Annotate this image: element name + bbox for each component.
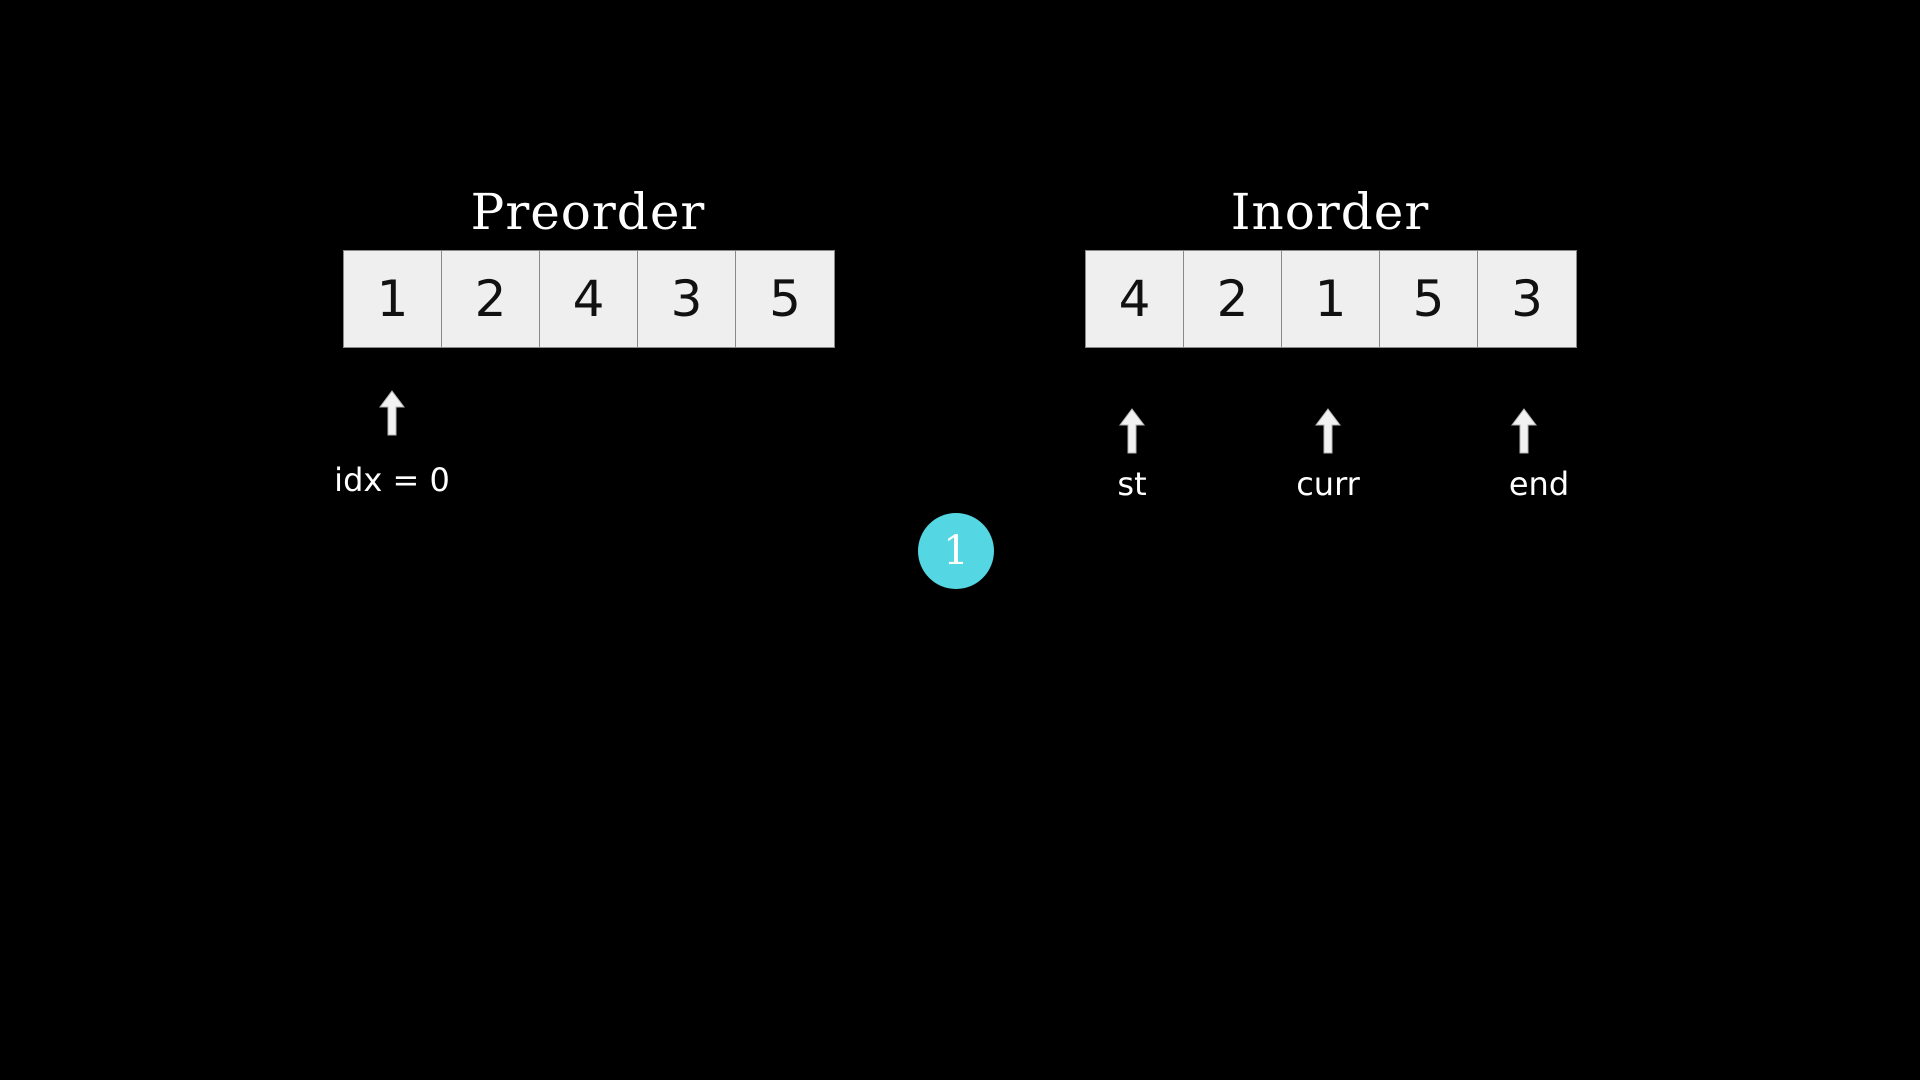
up-arrow-icon bbox=[1315, 408, 1341, 454]
inorder-curr-pointer: curr bbox=[1268, 408, 1388, 504]
curr-label: curr bbox=[1296, 465, 1360, 503]
up-arrow-icon bbox=[1511, 408, 1537, 454]
preorder-title: Preorder bbox=[470, 183, 706, 241]
idx-label: idx = 0 bbox=[334, 461, 450, 499]
inorder-title: Inorder bbox=[1230, 183, 1430, 241]
inorder-array: 4 2 1 5 3 bbox=[1085, 250, 1577, 348]
inorder-cell: 2 bbox=[1184, 251, 1282, 347]
up-arrow-icon bbox=[379, 390, 405, 436]
up-arrow-icon bbox=[1119, 408, 1145, 454]
inorder-cell: 4 bbox=[1086, 251, 1184, 347]
inorder-st-pointer: st bbox=[1072, 408, 1192, 504]
preorder-cell: 4 bbox=[540, 251, 638, 347]
inorder-cell: 1 bbox=[1282, 251, 1380, 347]
tree-root-node: 1 bbox=[918, 513, 994, 589]
st-label: st bbox=[1117, 465, 1147, 503]
preorder-idx-pointer: idx = 0 bbox=[332, 390, 452, 500]
inorder-cell: 3 bbox=[1478, 251, 1576, 347]
inorder-cell: 5 bbox=[1380, 251, 1478, 347]
preorder-cell: 3 bbox=[638, 251, 736, 347]
end-label: end bbox=[1508, 465, 1570, 503]
inorder-end-pointer: end bbox=[1464, 408, 1584, 504]
preorder-cell: 5 bbox=[736, 251, 834, 347]
preorder-cell: 1 bbox=[344, 251, 442, 347]
preorder-array: 1 2 4 3 5 bbox=[343, 250, 835, 348]
preorder-cell: 2 bbox=[442, 251, 540, 347]
